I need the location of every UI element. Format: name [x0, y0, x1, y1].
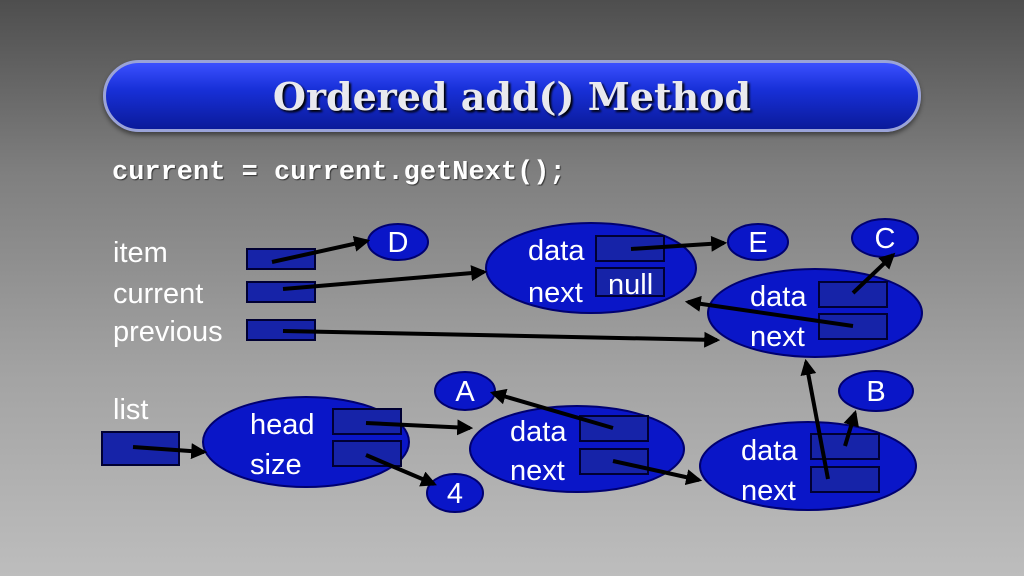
node-a-data-label: data — [510, 416, 567, 448]
arrow-size-to-count — [365, 453, 437, 487]
arrow-b-next-to-node-c — [800, 358, 830, 480]
value-e-label: E — [748, 227, 767, 259]
size-label: size — [250, 449, 302, 481]
arrow-a-next-to-node-b — [612, 459, 703, 486]
arrow-item-to-d — [271, 235, 371, 264]
new-node-next-label: next — [528, 277, 583, 309]
value-a-label: A — [455, 376, 475, 408]
arrow-list-to-header — [132, 443, 208, 460]
label-current: current — [113, 278, 204, 310]
arrow-new-data-to-e — [630, 235, 728, 252]
arrow-c-data-to-c — [851, 252, 896, 295]
null-label: null — [608, 269, 653, 301]
arrow-a-data-to-a — [489, 388, 614, 430]
node-b — [699, 421, 917, 511]
title-banner: Ordered add() Method — [103, 60, 921, 132]
node-b-next-label: next — [741, 475, 796, 507]
arrow-c-next-to-new-node — [684, 295, 854, 328]
node-b-next-box — [810, 466, 880, 493]
node-a-next-box — [579, 448, 649, 475]
node-c-next-box — [818, 313, 888, 340]
new-node-next-box — [595, 267, 665, 297]
node-a-next-label: next — [510, 455, 565, 487]
node-c-data-label: data — [750, 281, 807, 313]
value-count-label: 4 — [447, 478, 463, 510]
arrow-previous-to-node-c — [282, 329, 721, 348]
new-node-data-label: data — [528, 235, 585, 267]
node-c-next-label: next — [750, 321, 805, 353]
value-c-label: C — [875, 223, 896, 255]
node-b-data-label: data — [741, 435, 798, 467]
slide-title: Ordered add() Method — [272, 73, 752, 119]
label-item: item — [113, 237, 168, 269]
label-previous: previous — [113, 316, 223, 348]
head-label: head — [250, 409, 315, 441]
label-list: list — [113, 394, 149, 426]
node-c-data-box — [818, 281, 888, 308]
value-d-label: D — [388, 227, 409, 259]
arrow-b-data-to-b — [843, 409, 859, 447]
current-ref-box — [246, 281, 316, 303]
value-b — [838, 370, 914, 412]
value-count — [426, 473, 484, 513]
arrow-current-to-new-node — [282, 265, 488, 291]
code-statement: current = current.getNext(); — [112, 158, 566, 188]
value-e — [727, 223, 789, 261]
node-c — [707, 268, 923, 358]
value-b-label: B — [866, 376, 885, 408]
arrow-head-to-node-a — [365, 419, 474, 436]
new-node-data-box — [595, 235, 665, 262]
